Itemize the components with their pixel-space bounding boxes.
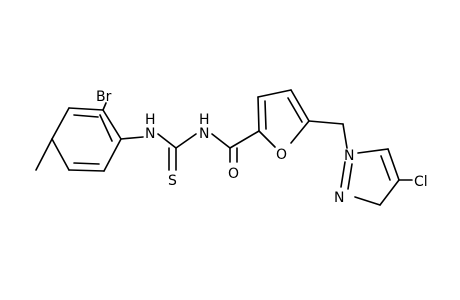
bond	[257, 89, 292, 98]
bond	[379, 179, 400, 206]
bond	[342, 123, 348, 149]
atom-label-n-left: N	[145, 126, 155, 142]
atom-label-h-right: H	[199, 112, 210, 128]
bond	[287, 97, 303, 123]
bond	[387, 148, 400, 181]
bond	[103, 138, 122, 172]
atom-label-o-furan: O	[276, 147, 287, 163]
bond	[340, 161, 346, 188]
atom-label-n-right: N	[199, 126, 209, 142]
bond	[347, 163, 353, 190]
bond	[257, 96, 260, 132]
atom-label-s: S	[168, 173, 177, 189]
bond	[229, 130, 260, 149]
bond	[175, 133, 197, 149]
atom-label-br: Br	[96, 89, 112, 105]
bond	[73, 114, 99, 118]
atom-labels: Br H N H N S O O N N Cl	[96, 89, 428, 206]
bond	[102, 102, 107, 111]
atom-label-cl: Cl	[414, 174, 428, 190]
bond	[120, 136, 144, 140]
bond	[308, 120, 344, 125]
atom-label-n2-pyrazole: N	[334, 190, 344, 206]
bond	[35, 138, 53, 171]
bond	[290, 120, 310, 144]
bond	[51, 138, 70, 171]
bonds	[35, 89, 413, 206]
bond	[157, 133, 177, 149]
bond	[102, 109, 122, 140]
bond	[354, 196, 381, 206]
atom-label-h-left: H	[145, 112, 156, 128]
bond	[380, 155, 391, 181]
bond	[51, 107, 70, 140]
atom-label-o-carbonyl: O	[228, 166, 239, 182]
bond	[68, 107, 104, 111]
bond	[99, 114, 113, 142]
bond	[290, 89, 310, 122]
bond	[264, 100, 267, 130]
bond	[73, 162, 100, 165]
atom-label-n1-pyrazole: N	[344, 148, 354, 164]
bond	[357, 148, 389, 154]
bond	[68, 169, 105, 172]
bond	[211, 133, 231, 149]
bond	[258, 130, 276, 148]
